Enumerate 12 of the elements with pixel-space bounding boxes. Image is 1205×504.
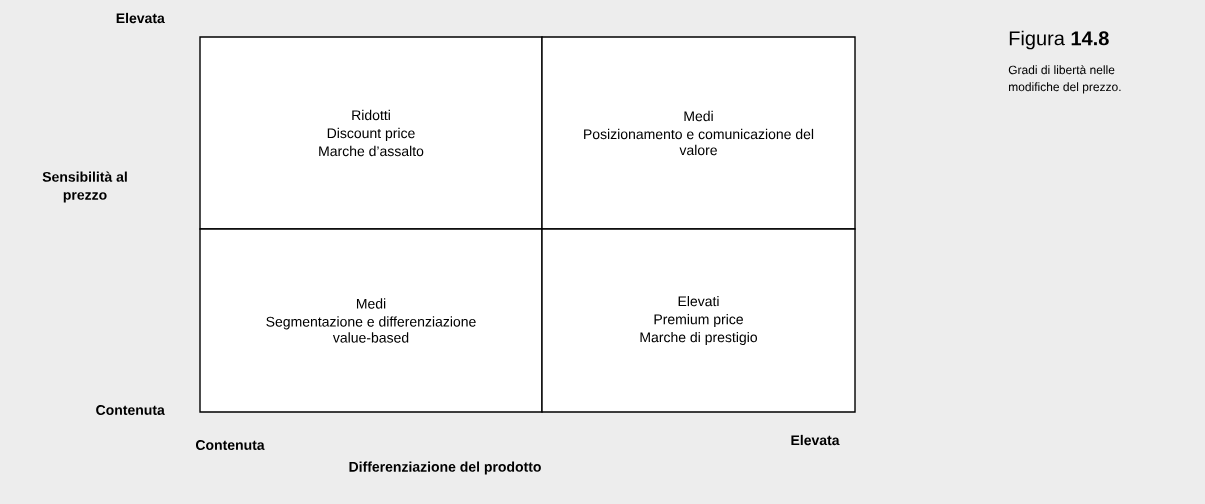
axis-label: Contenuta [96,405,165,415]
matrix-cell: Ridotti Discount price Marche d’assalto [199,36,543,230]
axis-label: Elevata [791,434,840,446]
figure-caption: Gradi di libertà nelle modifiche del prezzo. [1008,65,1121,94]
axis-label: Elevata [116,12,165,24]
matrix-cell: Medi Segmentazione e differenziazione value-based [199,228,543,413]
matrix-cell: Elevati Premium price Marche di prestigio [541,228,856,413]
axis-label: Contenuta [196,440,265,450]
axis-label: Differenziazione del prodotto [349,461,541,475]
figure-number: Figura 14.8 [1009,30,1109,50]
matrix-cell: Medi Posizionamento e comunicazione del valore [541,36,856,230]
axis-label: Sensibilità al prezzo [42,171,127,203]
